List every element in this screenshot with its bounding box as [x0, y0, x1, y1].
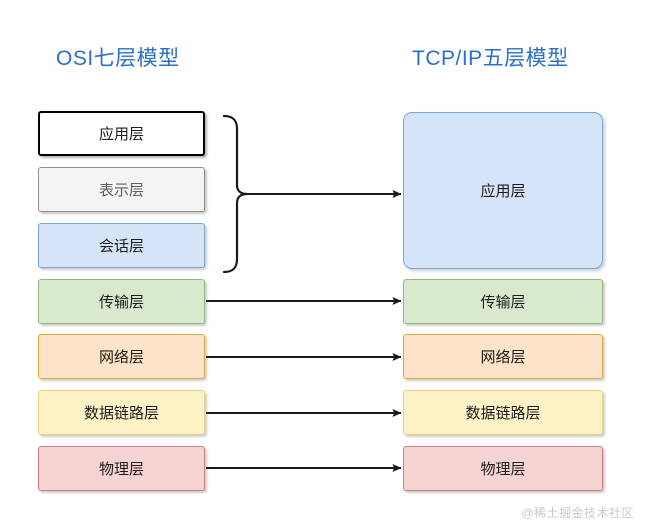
tcpip-layer-data-link: 数据链路层: [403, 390, 603, 435]
osi-layer-data-link: 数据链路层: [38, 390, 205, 435]
osi-layer-session: 会话层: [38, 223, 205, 268]
brace-group-upper-layers: [222, 114, 249, 274]
osi-model-title: OSI七层模型: [56, 47, 180, 70]
osi-layer-network: 网络层: [38, 334, 205, 379]
watermark-text: @稀土掘金技术社区: [521, 506, 634, 520]
osi-layer-transport: 传输层: [38, 279, 205, 324]
tcpip-model-title: TCP/IP五层模型: [412, 47, 569, 70]
tcpip-layer-transport: 传输层: [403, 279, 603, 324]
osi-layer-application: 应用层: [38, 111, 205, 156]
tcpip-layer-network: 网络层: [403, 334, 603, 379]
osi-layer-physical: 物理层: [38, 446, 205, 491]
tcpip-layer-application: 应用层: [403, 112, 603, 269]
osi-layer-presentation: 表示层: [38, 167, 205, 212]
tcpip-layer-physical: 物理层: [403, 446, 603, 491]
